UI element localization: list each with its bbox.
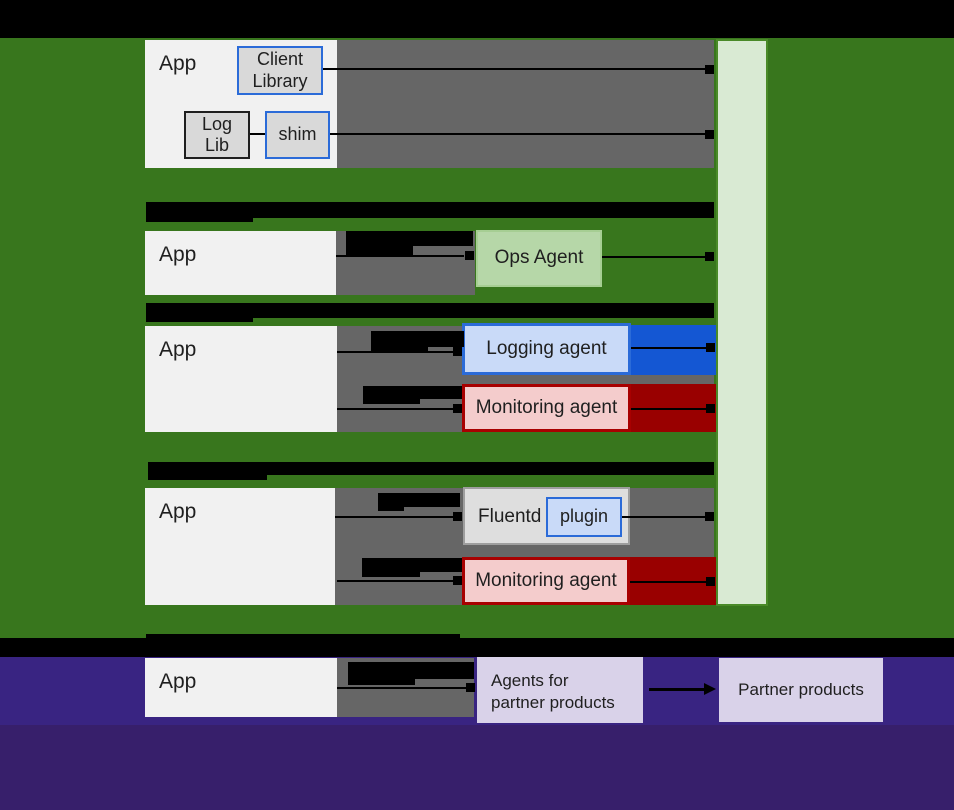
partner-products-box: Partner products: [719, 658, 883, 722]
redacted-label-bar: [371, 347, 428, 353]
pipeline-gray-region: [337, 40, 714, 168]
monitoring-agent-label: Monitoring agent: [475, 569, 617, 591]
logging-agent-box: Logging agent: [462, 323, 631, 375]
logging-agent-label: Logging agent: [486, 337, 607, 359]
loglib-shim-connector: [250, 133, 265, 135]
collector-bar: [716, 39, 768, 606]
app-label: App: [159, 243, 197, 266]
monitoring-agent-box: Monitoring agent: [462, 384, 631, 432]
app-label: App: [159, 52, 197, 75]
shim-label: shim: [278, 124, 317, 145]
client-library-arrow-line: [323, 68, 707, 70]
arrowhead-icon: [705, 512, 714, 521]
partner-agents-label-line2: partner products: [491, 693, 615, 713]
log-lib-label-line1: Log: [201, 113, 233, 134]
redacted-label-bar: [346, 246, 413, 256]
client-library-label-line1: Client: [256, 49, 304, 70]
ops-agent-to-collector-line: [602, 256, 705, 258]
fluentd-label: Fluentd: [478, 506, 542, 527]
redacted-section-title-bar: [146, 634, 460, 638]
plugin-label: plugin: [559, 506, 609, 527]
arrowhead-icon: [706, 343, 715, 352]
app-label: App: [159, 500, 197, 523]
redacted-label-bar: [346, 231, 473, 246]
redacted-section-title-bar: [146, 202, 714, 218]
monitoring-agent-box: Monitoring agent: [462, 557, 630, 605]
logging-output-bar: [630, 325, 716, 375]
partner-section-background: [0, 725, 954, 810]
redacted-label-bar: [362, 558, 462, 572]
app-label: App: [159, 338, 197, 361]
app-box: App: [145, 488, 335, 605]
arrowhead-icon: [706, 577, 715, 586]
app-box: App: [145, 231, 336, 295]
shim-box: shim: [265, 111, 330, 159]
redacted-section-title-bar: [148, 462, 267, 480]
client-library-box: Client Library: [237, 46, 323, 95]
app-to-monitoring-agent-line: [337, 408, 453, 410]
arrowhead-icon: [705, 130, 714, 139]
app-to-ops-agent-line: [336, 255, 464, 257]
fluentd-to-collector-line: [622, 516, 710, 518]
app-to-monitoring-agent-line: [337, 580, 453, 582]
redacted-label-bar: [363, 386, 462, 399]
ops-agent-box: Ops Agent: [476, 230, 602, 287]
redacted-label-bar: [348, 679, 415, 685]
monitoring-agent-label: Monitoring agent: [475, 396, 618, 418]
ops-agent-label: Ops Agent: [494, 247, 584, 269]
log-lib-box: Log Lib: [184, 111, 250, 159]
app-to-fluentd-line: [335, 516, 453, 518]
redacted-section-title-bar: [146, 303, 714, 318]
arrowhead-icon: [466, 683, 475, 692]
logging-to-collector-line: [631, 347, 710, 349]
arrowhead-icon: [706, 404, 715, 413]
partner-products-label: Partner products: [738, 679, 864, 699]
app-box: App: [145, 326, 337, 432]
redacted-section-title-bar: [148, 462, 714, 475]
arrowhead-icon: [453, 404, 462, 413]
arrowhead-icon: [453, 576, 462, 585]
partner-agents-label-line1: Agents for: [491, 671, 569, 690]
redacted-label-bar: [378, 493, 460, 507]
log-lib-label-line2: Lib: [204, 135, 229, 155]
partner-agents-box: Agents for partner products: [477, 657, 643, 723]
app-to-logging-agent-line: [337, 351, 453, 353]
arrowhead-icon: [705, 252, 714, 261]
partner-arrow-line: [649, 688, 706, 691]
redacted-section-title-bar: [146, 303, 253, 322]
arrowhead-icon: [465, 251, 474, 260]
redacted-label-bar: [363, 399, 420, 404]
redacted-label-bar: [378, 507, 404, 511]
redacted-section-title-bar: [146, 202, 253, 222]
shim-arrow-line: [330, 133, 707, 135]
arrowhead-icon: [704, 683, 716, 695]
arrowhead-icon: [453, 347, 462, 356]
redacted-label-bar: [348, 662, 474, 679]
redacted-label-bar: [371, 331, 464, 347]
arrowhead-icon: [453, 512, 462, 521]
monitoring-to-collector-line: [630, 581, 708, 583]
plugin-box: plugin: [546, 497, 622, 537]
monitoring-to-collector-line: [631, 408, 708, 410]
redacted-label-bar: [362, 572, 420, 577]
app-label: App: [159, 670, 197, 693]
app-box: App: [145, 658, 337, 717]
client-library-label-line2: Library: [252, 70, 308, 91]
app-to-partner-agents-line: [337, 687, 466, 689]
arrowhead-icon: [705, 65, 714, 74]
